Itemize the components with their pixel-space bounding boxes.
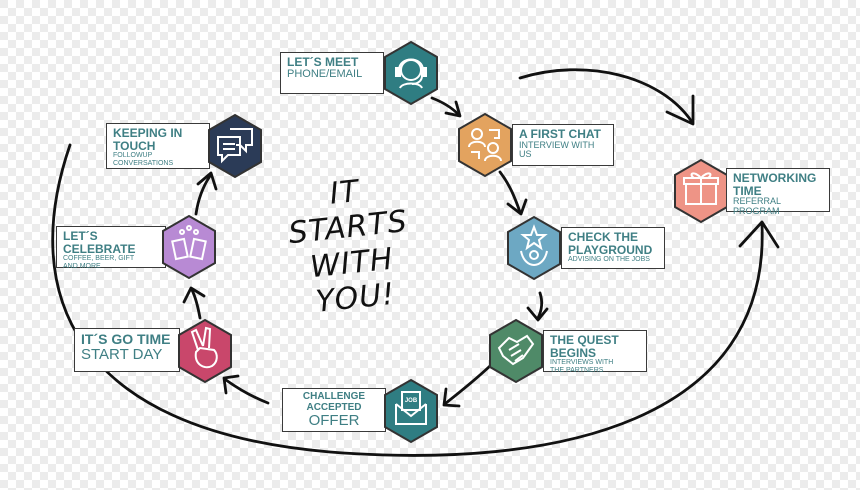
speech-bubbles-icon bbox=[208, 113, 262, 179]
handshake-icon bbox=[489, 318, 543, 384]
gift-box-icon bbox=[674, 158, 728, 224]
arrow-start-to-celebrate bbox=[190, 288, 202, 320]
star-person-icon bbox=[507, 215, 561, 281]
step-title: CHECK THE PLAYGROUND bbox=[568, 230, 653, 257]
step-title: CHALLENGE ACCEPTED bbox=[302, 391, 366, 413]
step-title: LET´S CELEBRATE bbox=[63, 229, 136, 256]
arrow-playground-to-quest bbox=[536, 291, 544, 320]
arrowhead-meet-to-chat bbox=[444, 100, 462, 118]
handwritten-slogan: IT STARTS WITH YOU! bbox=[268, 168, 432, 324]
arrow-celebrate-to-touch bbox=[194, 174, 212, 216]
arrow-loop-to-networking bbox=[51, 143, 764, 457]
step-subtitle: FOLLOWUP CONVERSATIONS bbox=[113, 152, 174, 167]
job-label: JOB bbox=[405, 398, 418, 404]
job-envelope-icon: JOB bbox=[384, 378, 438, 444]
step-subtitle: START DAY bbox=[81, 345, 163, 363]
step-title: IT´S GO TIME bbox=[81, 331, 171, 347]
chat-people-icon bbox=[458, 112, 512, 178]
arrowhead-meet-to-networking bbox=[665, 94, 695, 126]
arrow-offer-to-start bbox=[224, 378, 270, 405]
step-subtitle: OFFER bbox=[308, 412, 360, 429]
arrow-meet-to-networking bbox=[518, 68, 694, 124]
step-title: NETWORKING TIME bbox=[733, 171, 817, 198]
step-title: A FIRST CHAT bbox=[519, 127, 601, 141]
step-subtitle: ADVISING ON THE JOBS bbox=[568, 256, 650, 264]
arrow-meet-to-chat bbox=[430, 96, 460, 116]
step-subtitle: INTERVIEW WITH US bbox=[519, 139, 595, 160]
arrowhead-start-to-celebrate bbox=[182, 286, 206, 304]
step-subtitle: REFERRAL PROGRAM bbox=[733, 196, 781, 216]
step-subtitle: PHONE/EMAIL bbox=[287, 67, 363, 80]
step-title: KEEPING IN TOUCH bbox=[113, 126, 183, 153]
step-title: LET´S MEET bbox=[287, 55, 359, 69]
arrow-chat-to-playground bbox=[498, 170, 522, 214]
arrowhead-chat-to-playground bbox=[506, 198, 528, 216]
arrowhead-offer-to-start bbox=[222, 374, 240, 395]
step-subtitle: INTERVIEWS WITH THE PARTNERS bbox=[550, 359, 614, 374]
arrowhead-loop-to-networking bbox=[738, 220, 780, 249]
cheers-mugs-icon bbox=[162, 214, 216, 280]
arrowhead-playground-to-quest bbox=[526, 306, 549, 322]
arrowhead-quest-to-offer bbox=[442, 387, 461, 408]
arrowhead-celebrate-to-touch bbox=[196, 171, 218, 191]
step-title: THE QUEST BEGINS bbox=[550, 333, 619, 360]
peace-hand-icon bbox=[178, 318, 232, 384]
headset-person-icon bbox=[384, 40, 438, 106]
step-subtitle: COFFEE, BEER, GIFT AND MORE bbox=[63, 255, 135, 270]
arrow-quest-to-offer bbox=[444, 364, 492, 405]
